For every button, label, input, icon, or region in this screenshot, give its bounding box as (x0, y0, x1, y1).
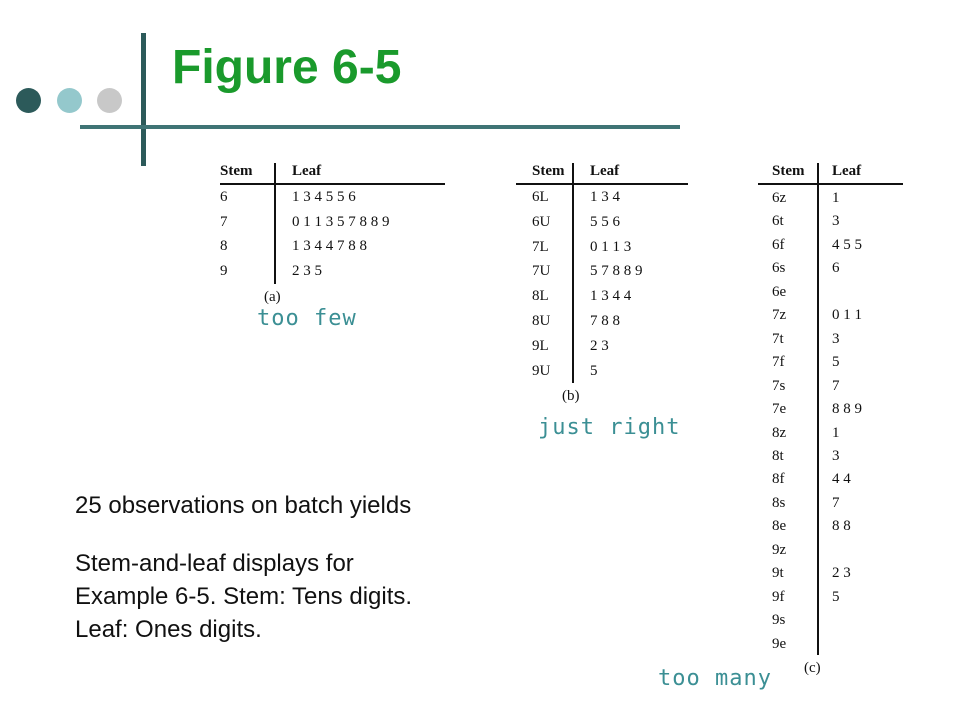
stem-leaf-table-b: Stem Leaf 6L 1 3 4 6U 5 5 6 7L 0 1 1 3 7U 5 7 8 8… (516, 163, 696, 405)
leaf-cell: 1 3 4 4 (590, 288, 632, 305)
stem-cell: 9t (772, 565, 784, 582)
stem-cell: 8e (772, 518, 787, 535)
leaf-cell: 6 (832, 260, 840, 277)
stem-cell: 9 (220, 263, 228, 280)
stem-cell: 7t (772, 330, 784, 347)
stem-cell: 8f (772, 471, 785, 488)
leaf-cell: 3 (832, 213, 840, 230)
leaf-cell: 4 5 5 (832, 236, 862, 253)
leaf-cell: 1 3 4 5 5 6 (292, 189, 356, 205)
leaf-cell: 8 8 (832, 518, 851, 535)
stem-divider (817, 163, 819, 655)
table-caption: (a) (264, 288, 281, 305)
decor-dot-teal (57, 88, 82, 113)
stem-cell: 7e (772, 401, 787, 418)
decor-dot-dark (16, 88, 41, 113)
observations-text: 25 observations on batch yields (75, 492, 412, 519)
leaf-cell: 1 3 4 (590, 189, 620, 205)
leaf-cell: 0 1 1 3 5 7 8 8 9 (292, 213, 390, 230)
leaf-cell: 0 1 1 (832, 307, 862, 324)
header-rule (516, 183, 688, 185)
stem-cell: 6t (772, 213, 784, 230)
leaf-cell: 1 (832, 190, 840, 206)
label-too-few: too few (257, 306, 357, 331)
figure-caption: Stem-and-leaf displays for Example 6-5. … (75, 547, 412, 646)
leaf-header: Leaf (590, 163, 620, 179)
stem-cell: 6 (220, 189, 228, 205)
stem-cell: 8t (772, 447, 784, 464)
leaf-cell: 7 (832, 494, 840, 511)
stem-cell: 7U (532, 263, 551, 280)
leaf-cell: 5 (832, 354, 840, 371)
stem-cell: 8L (532, 288, 549, 305)
table-caption: (c) (804, 660, 821, 676)
leaf-header: Leaf (832, 163, 862, 179)
caption-line: Example 6-5. Stem: Tens digits. (75, 583, 413, 610)
decor-dot-gray (97, 88, 122, 113)
label-too-many: too many (658, 666, 772, 691)
stem-cell: 6e (772, 283, 787, 300)
stem-cell: 6L (532, 189, 549, 205)
label-just-right: just right (538, 415, 681, 440)
header-rule (220, 183, 445, 185)
stem-divider (274, 163, 276, 284)
stem-leaf-table-c: Stem Leaf 6z 1 6t 3 6f 4 5 5 6s 6 6e 7z 0 1 1 7t 3 7f 5 7… (758, 163, 908, 693)
stem-cell: 6f (772, 236, 785, 253)
leaf-cell: 3 (832, 447, 840, 464)
leaf-cell: 4 4 (832, 471, 851, 488)
caption-line: Leaf: Ones digits. (75, 616, 262, 643)
decor-vertical-line (141, 33, 146, 166)
leaf-cell: 2 3 (590, 337, 609, 354)
stem-cell: 9f (772, 588, 785, 605)
leaf-cell: 5 (832, 588, 840, 605)
caption-line: Stem-and-leaf displays for (75, 550, 354, 577)
leaf-cell: 5 (590, 362, 598, 379)
stem-cell: 8z (772, 424, 787, 441)
decor-horizontal-line (80, 125, 680, 129)
stem-cell: 8U (532, 313, 551, 329)
leaf-cell: 8 8 9 (832, 401, 862, 418)
stem-cell: 8 (220, 238, 228, 255)
leaf-cell: 0 1 1 3 (590, 238, 632, 255)
slide-title: Figure 6-5 (172, 41, 402, 94)
stem-cell: 8s (772, 494, 786, 511)
leaf-cell: 3 (832, 330, 840, 347)
leaf-cell: 1 (832, 424, 840, 441)
stem-header: Stem (532, 163, 565, 179)
stem-cell: 9e (772, 635, 787, 652)
stem-divider (572, 163, 574, 384)
stem-cell: 7L (532, 238, 549, 255)
leaf-cell: 7 (832, 377, 840, 394)
stem-cell: 6s (772, 260, 786, 277)
leaf-cell: 1 3 4 4 7 8 8 (292, 238, 367, 255)
stem-cell: 9L (532, 337, 549, 354)
leaf-cell: 7 8 8 (590, 313, 620, 329)
stem-cell: 6z (772, 190, 787, 206)
leaf-cell: 2 3 5 (292, 263, 322, 280)
table-caption: (b) (562, 388, 580, 405)
leaf-header: Leaf (292, 163, 322, 179)
leaf-cell: 5 5 6 (590, 213, 620, 230)
stem-cell: 7z (772, 307, 787, 324)
stem-leaf-table-a: Stem Leaf 6 1 3 4 5 5 6 7 0 1 1 3 5 7 8 8 9 8 1… (220, 163, 450, 305)
stem-cell: 9U (532, 362, 551, 379)
stem-header: Stem (220, 163, 253, 179)
leaf-cell: 5 7 8 8 9 (590, 263, 643, 280)
stem-cell: 7f (772, 354, 785, 371)
stem-header: Stem (772, 163, 805, 179)
stem-cell: 9z (772, 541, 787, 558)
stem-cell: 7 (220, 213, 228, 230)
header-rule (758, 183, 903, 185)
stem-cell: 9s (772, 612, 786, 629)
leaf-cell: 2 3 (832, 565, 851, 582)
stem-cell: 7s (772, 377, 786, 394)
stem-cell: 6U (532, 213, 551, 230)
